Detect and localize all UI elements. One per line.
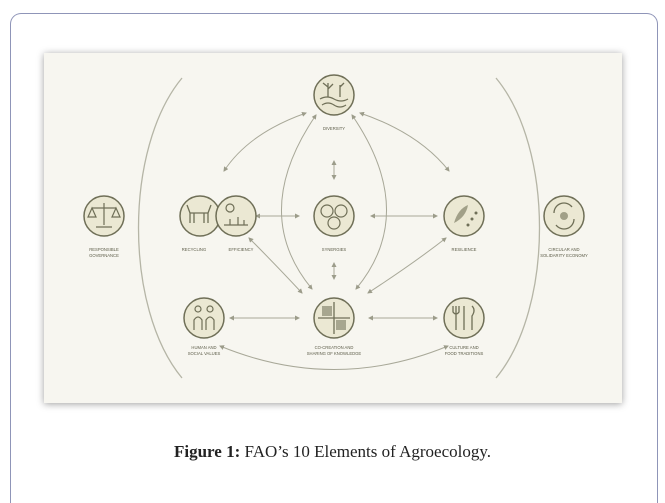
governance-node: RESPONSIBLE GOVERNANCE [83,195,125,258]
human-label-2: SOCIAL VALUES [188,351,221,356]
arrow-cocreation-resilience [367,237,447,294]
right-bracket [495,77,541,379]
agroecology-diagram: DIVERSITY SYNERGIES CO-CREATION AND SHAR… [83,74,588,379]
figure-caption: Figure 1: FAO’s 10 Elements of Agroecolo… [0,442,665,462]
resilience-node: RESILIENCE [443,195,485,252]
efficiency-label: EFFICIENCY [229,247,254,252]
arrow-diversity-recycling [223,111,307,172]
human-icon [183,297,225,339]
recycling-node: RECYCLING [179,195,221,252]
caption-text: FAO’s 10 Elements of Agroecology. [240,442,491,461]
caption-label: Figure 1: [174,442,241,461]
cocreation-node: CO-CREATION AND SHARING OF KNOWLEDGE [307,297,362,356]
arrow-diversity-resilience [359,111,450,172]
arrow-diversity-cocreation-right [351,114,387,290]
arrow-efficiency-cocreation [248,237,303,294]
diversity-icon [313,74,355,116]
culture-label-2: FOOD TRADITIONS [445,351,484,356]
recycling-label: RECYCLING [182,247,206,252]
resilience-icon [443,195,485,237]
governance-label-1: RESPONSIBLE [89,247,119,252]
left-bracket [137,77,183,379]
arrow-diversity-cocreation-left [281,114,317,290]
diversity-node: DIVERSITY [313,74,355,131]
cocreation-label-1: CO-CREATION AND [315,345,354,350]
governance-label-2: GOVERNANCE [89,253,119,258]
efficiency-icon [215,195,257,237]
culture-label-1: CULTURE AND [449,345,478,350]
recycling-icon [179,195,221,237]
synergies-node: SYNERGIES [313,195,355,252]
diversity-label: DIVERSITY [323,126,345,131]
human-node: HUMAN AND SOCIAL VALUES [183,297,225,356]
synergies-icon [313,195,355,237]
agroecology-figure: DIVERSITY SYNERGIES CO-CREATION AND SHAR… [44,53,622,403]
synergies-label: SYNERGIES [322,247,347,252]
efficiency-node: EFFICIENCY [215,195,257,252]
arrow-human-culture [219,345,449,370]
circular-label-1: CIRCULAR AND [548,247,579,252]
cocreation-label-2: SHARING OF KNOWLEDGE [307,351,362,356]
culture-node: CULTURE AND FOOD TRADITIONS [443,297,485,356]
circular-node: CIRCULAR AND SOLIDARITY ECONOMY [540,195,588,258]
resilience-label: RESILIENCE [452,247,477,252]
circular-label-2: SOLIDARITY ECONOMY [540,253,588,258]
human-label-1: HUMAN AND [191,345,216,350]
